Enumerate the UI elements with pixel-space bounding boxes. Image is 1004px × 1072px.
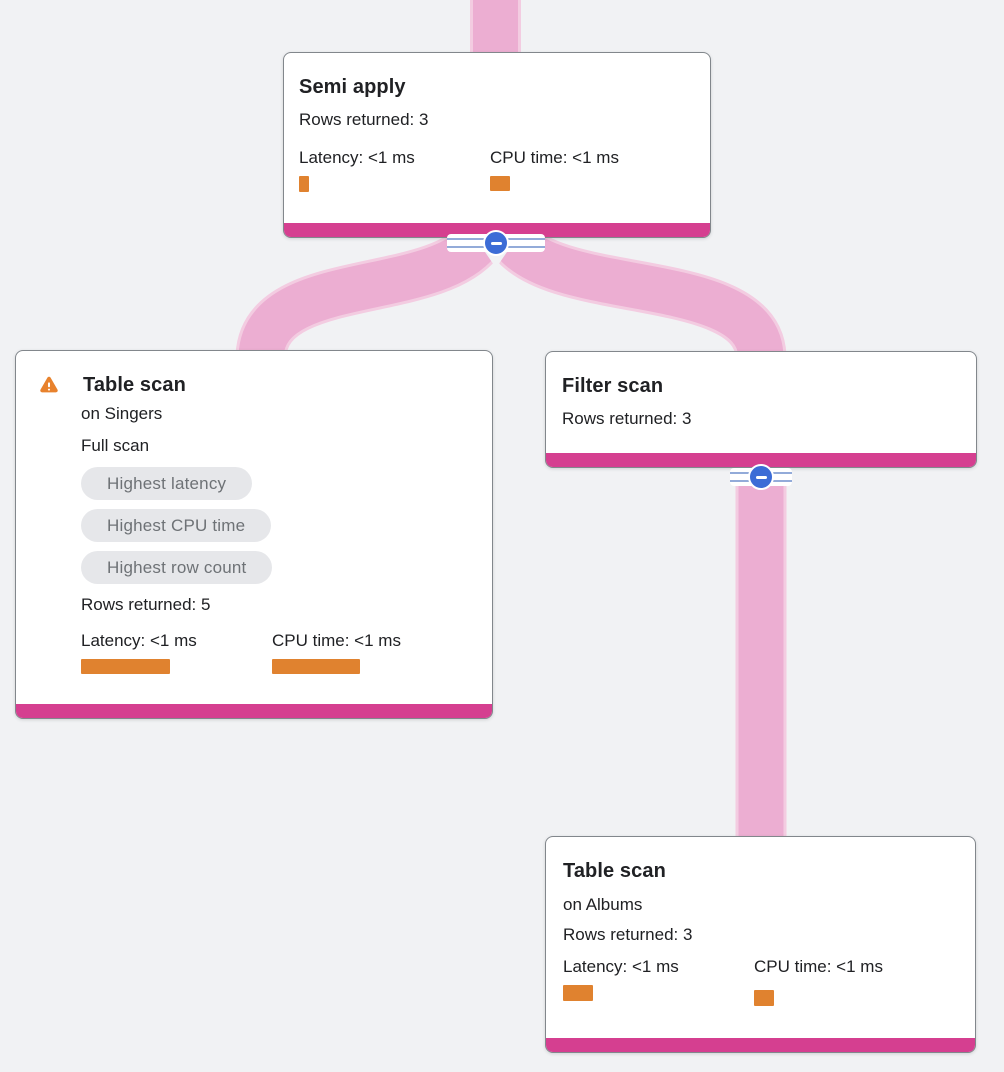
latency-label: Latency: <1 ms [563,957,679,976]
latency-bar [563,985,593,1001]
stats-row: Latency: <1 ms CPU time: <1 ms [81,630,477,674]
minus-icon [755,475,767,479]
cpu-time-stat: CPU time: <1 ms [272,630,477,674]
badge-highest-latency: Highest latency [81,467,253,500]
node-accent-bar [16,704,492,718]
badge-highest-row-count: Highest row count [81,551,273,584]
node-filter-scan[interactable]: Filter scan Rows returned: 3 [545,351,977,468]
node-table-scan-singers[interactable]: Table scan on Singers Full scan Highest … [15,350,493,719]
node-title: Table scan [83,374,186,396]
node-table-scan-albums[interactable]: Table scan on Albums Rows returned: 3 La… [545,836,976,1053]
latency-bar [81,659,170,674]
title-row: Table scan [38,372,477,398]
edge-semi-apply-to-table-scan-singers [235,224,498,360]
latency-stat: Latency: <1 ms [563,956,754,1006]
stats-row: Latency: <1 ms CPU time: <1 ms [299,147,695,192]
collapse-button-semi-apply[interactable] [447,230,545,256]
badge-list: Highest latency Highest CPU time Highest… [81,467,477,584]
rows-returned: Rows returned: 3 [299,110,429,129]
latency-stat: Latency: <1 ms [299,147,490,192]
node-semi-apply[interactable]: Semi apply Rows returned: 3 Latency: <1 … [283,52,711,238]
warning-icon [38,374,60,396]
rows-returned: Rows returned: 5 [81,595,211,614]
node-title: Semi apply [299,76,406,98]
node-title: Filter scan [562,375,664,397]
edge-semi-apply-to-filter-scan [494,223,787,361]
cpu-time-stat: CPU time: <1 ms [754,956,960,1006]
edge-fork-notch [485,252,507,268]
cpu-time-stat: CPU time: <1 ms [490,147,695,192]
cpu-time-bar [754,990,774,1006]
latency-label: Latency: <1 ms [299,148,415,167]
badge-highest-cpu-time: Highest CPU time [81,509,272,542]
rows-returned: Rows returned: 3 [562,409,692,428]
collapse-button-filter-scan[interactable] [730,464,792,490]
minus-icon [490,241,502,245]
latency-label: Latency: <1 ms [81,631,197,650]
collapse-circle[interactable] [748,464,774,490]
cpu-time-bar [490,176,510,191]
scan-type: Full scan [81,436,150,455]
cpu-time-label: CPU time: <1 ms [490,148,619,167]
node-title: Table scan [563,860,666,882]
latency-stat: Latency: <1 ms [81,630,272,674]
cpu-time-label: CPU time: <1 ms [754,957,883,976]
node-subtitle: on Albums [563,895,643,914]
node-accent-bar [546,1038,975,1052]
cpu-time-label: CPU time: <1 ms [272,631,401,650]
node-subtitle: on Singers [81,404,163,423]
node-accent-bar [546,453,976,467]
latency-bar [299,176,309,192]
cpu-time-bar [272,659,360,674]
collapse-circle[interactable] [483,230,509,256]
stats-row: Latency: <1 ms CPU time: <1 ms [563,956,960,1006]
rows-returned: Rows returned: 3 [563,925,693,944]
